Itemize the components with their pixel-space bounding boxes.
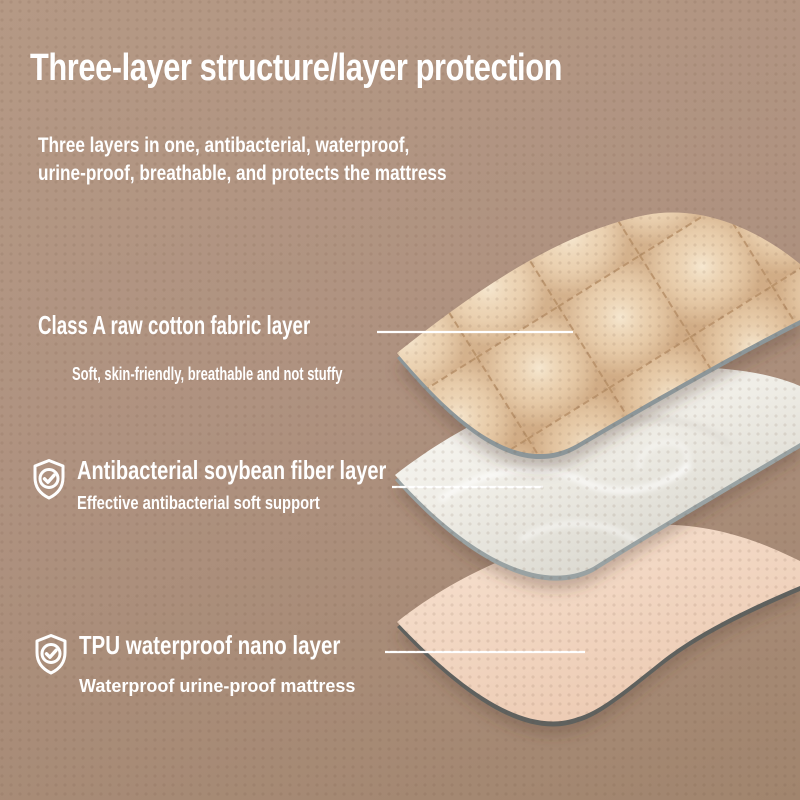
- subtitle-line-2: urine-proof, breathable, and protects th…: [38, 161, 447, 185]
- callout-description-cotton: Soft, skin-friendly, breathable and not …: [72, 364, 343, 385]
- callout-heading-tpu: TPU waterproof nano layer: [79, 630, 341, 660]
- shield-check-icon: [35, 634, 67, 675]
- callout-heading-soybean: Antibacterial soybean fiber layer: [77, 455, 387, 485]
- callout-cotton-layer: Class A raw cotton fabric layer Soft, sk…: [38, 310, 448, 385]
- cotton-fabric-sheet: [397, 212, 800, 471]
- callout-description-tpu: Waterproof urine-proof mattress: [79, 676, 356, 697]
- subtitle: Three layers in one, antibacterial, wate…: [38, 132, 447, 188]
- subtitle-line-1: Three layers in one, antibacterial, wate…: [38, 134, 410, 157]
- callout-heading-cotton: Class A raw cotton fabric layer: [38, 310, 311, 340]
- page-title: Three-layer structure/layer protection: [30, 47, 562, 89]
- callout-description-soybean: Effective antibacterial soft support: [77, 493, 320, 514]
- tpu-film-sheet: [397, 524, 800, 736]
- callout-tpu-layer: TPU waterproof nano layer Waterproof uri…: [33, 630, 410, 697]
- shield-check-icon: [33, 459, 65, 500]
- callout-soybean-layer: Antibacterial soybean fiber layer Effect…: [31, 455, 487, 514]
